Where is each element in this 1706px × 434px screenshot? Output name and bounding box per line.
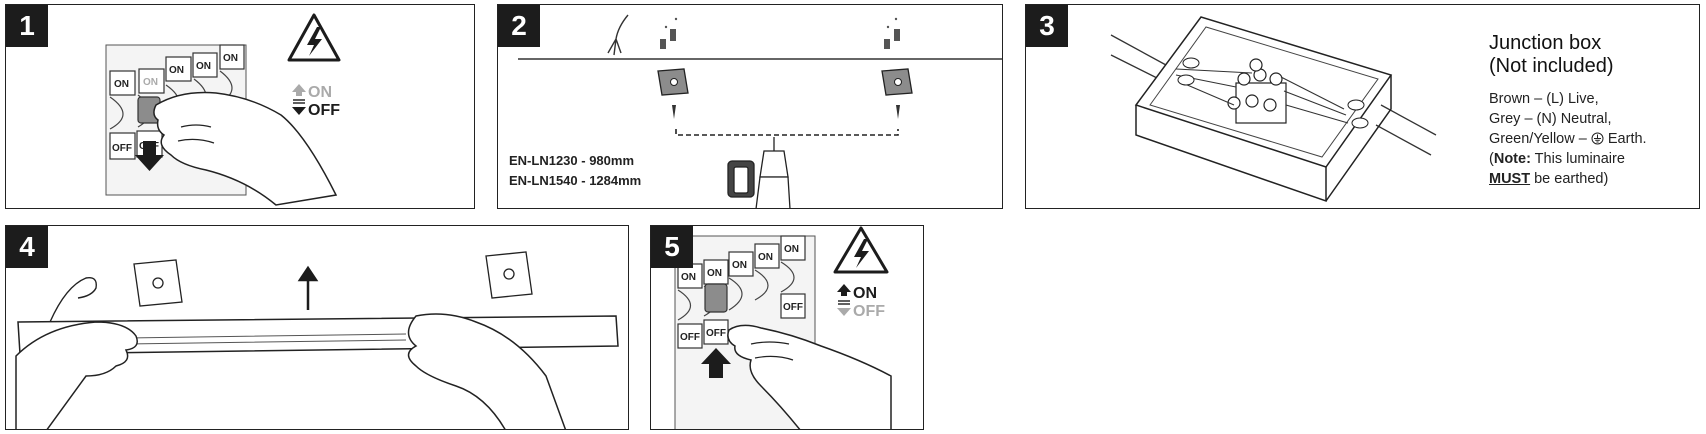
arrow-down-icon: [837, 308, 851, 316]
model-size-1: EN-LN1230 - 980mm: [509, 153, 634, 168]
arrow-up-icon: [297, 265, 319, 310]
switch-on-label: ON: [681, 272, 696, 283]
note-open-paren: (: [1489, 151, 1494, 167]
step-2-panel: 2 EN-LN1230 - 98: [497, 4, 1003, 209]
note-text: This luminaire: [1530, 151, 1625, 167]
junction-box-title-line1: Junction box: [1489, 32, 1602, 54]
mounting-bracket-icon: [657, 68, 913, 96]
arrow-up-icon: [837, 284, 851, 296]
step-5-panel: 5 ON ON ON ON ON OFF OFF OFF: [650, 225, 924, 430]
power-drill-icon: [727, 137, 791, 208]
step-1-badge: 1: [6, 5, 48, 47]
wire-earth-prefix: Green/Yellow –: [1489, 131, 1587, 147]
step-5-on-state: ON: [853, 285, 877, 302]
earthing-note-line2: MUST be earthed): [1489, 169, 1647, 189]
junction-box-title-line2: (Not included): [1489, 55, 1614, 77]
note-end-text: be earthed): [1530, 171, 1609, 187]
wire-earth-line: Green/Yellow – Earth.: [1489, 129, 1647, 149]
step-3-panel: 3 Junction box (Not included) Brown – (L…: [1025, 4, 1700, 209]
wire-earth-suffix: Earth.: [1607, 131, 1647, 147]
hand-illustration: [727, 324, 892, 429]
wire-brown-text: Brown – (L) Live,: [1489, 91, 1599, 107]
step-4-panel: 4: [5, 225, 629, 430]
left-hand-illustration: [15, 321, 138, 429]
arrow-up-icon: [701, 348, 731, 378]
junction-box-wiring-illustration: [1110, 16, 1437, 203]
step-4-badge: 4: [6, 226, 48, 268]
breaker-switches: [677, 235, 806, 349]
high-voltage-warning-icon: [287, 13, 341, 62]
switch-on-label: ON: [196, 61, 211, 72]
screw-icon: [672, 105, 900, 119]
switch-on-label: ON: [732, 260, 747, 271]
note-label: Note:: [1493, 151, 1531, 167]
switch-off-label: OFF: [680, 332, 700, 343]
wall-plug-icon: [660, 17, 900, 49]
arrow-down-icon: [135, 141, 164, 171]
breaker-switch-on-illustration: ON ON ON ON ON OFF OFF OFF ON OFF: [674, 226, 892, 429]
mounting-bracket-icon: [133, 251, 533, 307]
switch-on-label: ON: [784, 244, 799, 255]
must-emphasis: MUST: [1489, 171, 1531, 187]
wire-grey-text: Grey – (N) Neutral,: [1489, 111, 1612, 127]
earthing-note-line1: (Note: This luminaire: [1489, 149, 1647, 169]
switch-off-label: OFF: [706, 328, 726, 339]
switch-on-label: ON: [223, 53, 238, 64]
step-1-on-state: ON: [308, 84, 332, 101]
terminal-block-icon: [1227, 58, 1287, 124]
junction-box-title: Junction box (Not included): [1489, 32, 1614, 78]
switch-on-label: ON: [707, 268, 722, 279]
arrow-down-icon: [292, 107, 306, 115]
switch-off-label: OFF: [783, 302, 803, 313]
step-3-badge: 3: [1026, 5, 1068, 47]
mounting-bracket-installation-illustration: [518, 14, 1002, 208]
step-5-off-state: OFF: [853, 303, 885, 320]
step-1-panel: 1 ON ON ON ON ON OFF OFF: [5, 4, 475, 209]
cable-icon: [607, 14, 629, 56]
switch-on-label: ON: [758, 252, 773, 263]
right-hand-illustration: [407, 313, 567, 429]
earth-symbol-icon: [1591, 132, 1604, 145]
hand-illustration: [153, 91, 338, 206]
step-2-badge: 2: [498, 5, 540, 47]
switch-on-label: ON: [169, 65, 184, 76]
wiring-legend: Brown – (L) Live, Grey – (N) Neutral, Gr…: [1489, 89, 1647, 189]
arrow-up-icon: [292, 84, 306, 96]
breaker-switches: [109, 44, 245, 160]
step-5-badge: 5: [651, 226, 693, 268]
mount-luminaire-illustration: [15, 251, 619, 429]
switch-on-label-faded: ON: [143, 77, 158, 88]
step-1-off-state: OFF: [308, 102, 340, 119]
switch-on-label: ON: [114, 79, 129, 90]
switch-off-label: OFF: [112, 143, 132, 154]
high-voltage-warning-icon: [833, 226, 889, 274]
model-size-2: EN-LN1540 - 1284mm: [509, 173, 642, 188]
breaker-switch-off-illustration: ON ON ON ON ON OFF OFF ON OFF: [105, 13, 341, 206]
